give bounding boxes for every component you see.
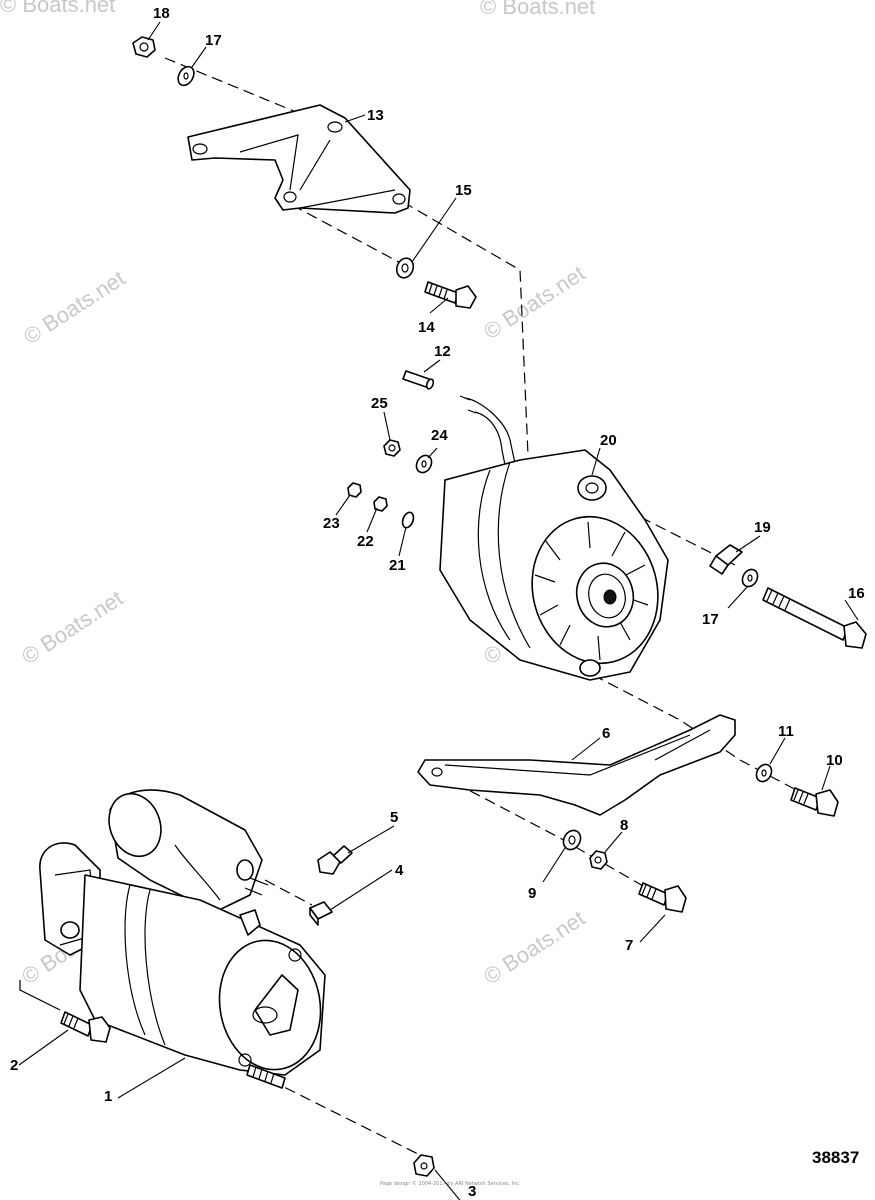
callout-14: 14 <box>418 319 435 336</box>
watermark-top-left: © Boats.net <box>0 0 115 17</box>
callout-4: 4 <box>395 862 404 879</box>
callout-17-top: 17 <box>205 32 222 49</box>
bolt-14 <box>424 281 477 309</box>
watermark-mid-right: © Boats.net <box>479 260 589 344</box>
washer-17-right <box>741 568 759 588</box>
bolt-5 <box>317 845 353 875</box>
mounting-bracket-13 <box>187 104 411 214</box>
washer-24 <box>415 454 433 474</box>
callout-2: 2 <box>10 1057 18 1074</box>
callout-5: 5 <box>390 809 398 826</box>
callout-12: 12 <box>434 343 451 360</box>
nut-3 <box>413 1154 435 1177</box>
callout-23: 23 <box>323 515 340 532</box>
square-nut-4 <box>309 901 333 926</box>
callout-8: 8 <box>620 817 628 834</box>
starter-motor-1 <box>39 789 326 1089</box>
callout-19: 18 <box>153 5 170 22</box>
leader-lines <box>18 21 859 1200</box>
washer-17-top <box>177 65 195 87</box>
washer-9 <box>562 829 582 851</box>
callout-1: 1 <box>104 1088 112 1105</box>
adjusting-bracket-6 <box>417 714 736 816</box>
callout-18: 19 <box>754 519 771 536</box>
reference-number: 38837 <box>812 1148 859 1167</box>
lock-washer-15 <box>395 257 415 279</box>
footer-copyright: Page design © 2004-2017 by ARI Network S… <box>380 1180 521 1187</box>
callout-15: 15 <box>455 182 472 199</box>
callout-13: 13 <box>367 107 384 124</box>
bolt-2 <box>60 1011 111 1043</box>
nut-22 <box>373 496 388 512</box>
callout-21: 21 <box>389 557 406 574</box>
callouts: 18 17 13 15 14 12 25 24 20 23 22 21 19 1… <box>10 5 865 1200</box>
bolt-10 <box>790 787 839 817</box>
nut-8 <box>589 850 608 870</box>
callout-9: 9 <box>528 885 536 902</box>
bolt-7 <box>638 882 687 913</box>
washer-21 <box>401 511 415 529</box>
callout-7: 7 <box>625 937 633 954</box>
callout-17-right: 17 <box>702 611 719 628</box>
callout-25: 25 <box>371 395 388 412</box>
washer-11 <box>755 763 773 783</box>
spacer-18 <box>709 544 743 575</box>
watermark-top-right: © Boats.net <box>480 0 595 19</box>
callout-16: 16 <box>848 585 865 602</box>
callout-6: 6 <box>602 725 610 742</box>
alternator-20 <box>439 395 669 681</box>
callout-20: 20 <box>600 432 617 449</box>
nut-19 <box>132 36 156 58</box>
callout-11: 11 <box>778 723 794 740</box>
watermark-left: © Boats.net <box>19 265 129 349</box>
watermark-left-2: © Boats.net <box>17 585 127 669</box>
pin-12 <box>402 370 435 390</box>
callout-22: 22 <box>357 533 374 550</box>
watermark-right-3: © Boats.net <box>479 905 589 989</box>
callout-24: 24 <box>431 427 448 444</box>
callout-10: 10 <box>826 752 843 769</box>
callout-3: 3 <box>468 1183 476 1200</box>
nut-23 <box>347 482 362 498</box>
bolt-16 <box>762 587 867 649</box>
nut-25 <box>383 439 401 457</box>
